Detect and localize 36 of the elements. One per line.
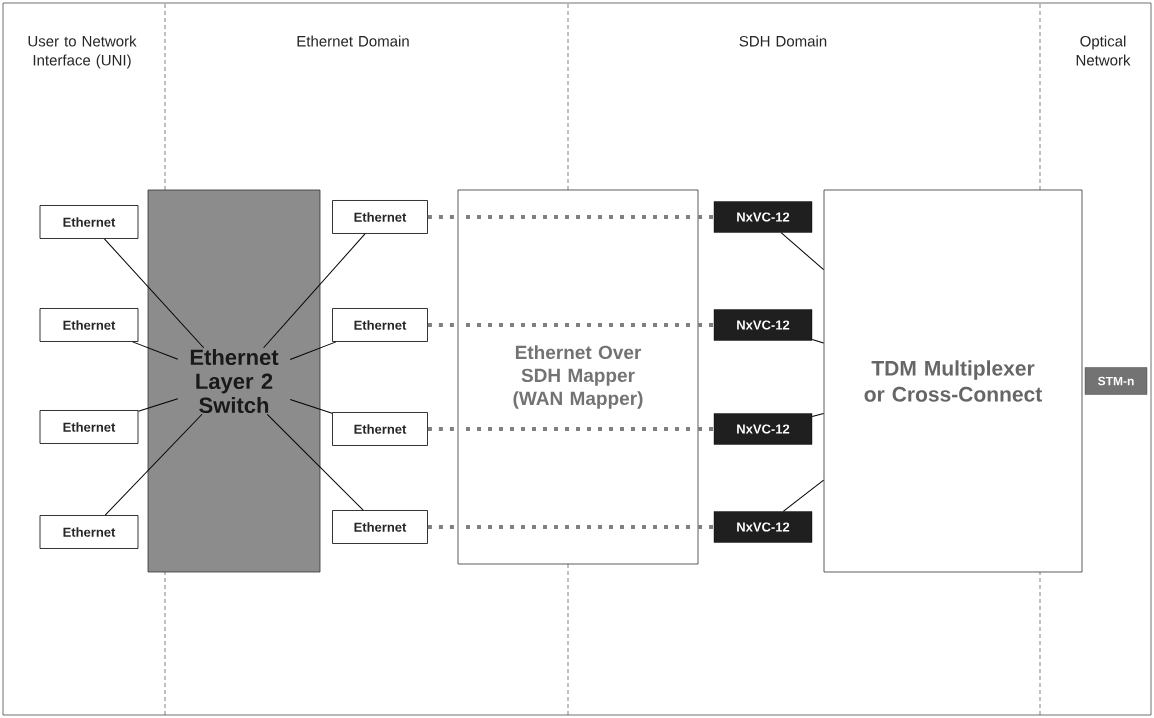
port-box: Ethernet [39, 410, 139, 444]
mapper-box: Ethernet Over SDH Mapper (WAN Mapper) [457, 189, 699, 565]
container-box: NxVC-12 [713, 201, 813, 233]
connector-line [782, 479, 825, 512]
dotted-link [698, 525, 714, 529]
connector-line [289, 341, 337, 360]
connector-line [811, 413, 825, 417]
container-box: NxVC-12 [713, 309, 813, 341]
connector-line [103, 238, 205, 349]
port-box: Ethernet [332, 200, 428, 234]
column-heading: Optical Network [1076, 35, 1131, 66]
connector-line [132, 341, 179, 360]
container-box: NxVC-12 [713, 511, 813, 543]
container-box: NxVC-12 [713, 413, 813, 445]
port-box: Ethernet [332, 510, 428, 544]
output-box: STM-n [1084, 367, 1148, 395]
connector-line [780, 232, 825, 271]
column-heading: User to Network Interface (UNI) [28, 35, 137, 69]
port-box: Ethernet [39, 205, 139, 239]
switch-box: Ethernet Layer 2 Switch [147, 189, 321, 573]
connector-line [289, 399, 333, 414]
multiplexer-box: TDM Multiplexer or Cross-Connect [823, 189, 1083, 573]
dotted-link [698, 323, 714, 327]
connector-line [811, 339, 825, 344]
connector-line [104, 413, 203, 516]
connector-line [137, 398, 179, 412]
column-heading: SDH Domain [739, 35, 827, 47]
dotted-link [698, 215, 714, 219]
dotted-link [698, 427, 714, 431]
port-box: Ethernet [332, 412, 428, 446]
connector-line [263, 233, 366, 349]
connector-line [266, 413, 364, 511]
port-box: Ethernet [39, 308, 139, 342]
port-box: Ethernet [39, 515, 139, 549]
port-box: Ethernet [332, 308, 428, 342]
column-heading: Ethernet Domain [297, 35, 409, 47]
